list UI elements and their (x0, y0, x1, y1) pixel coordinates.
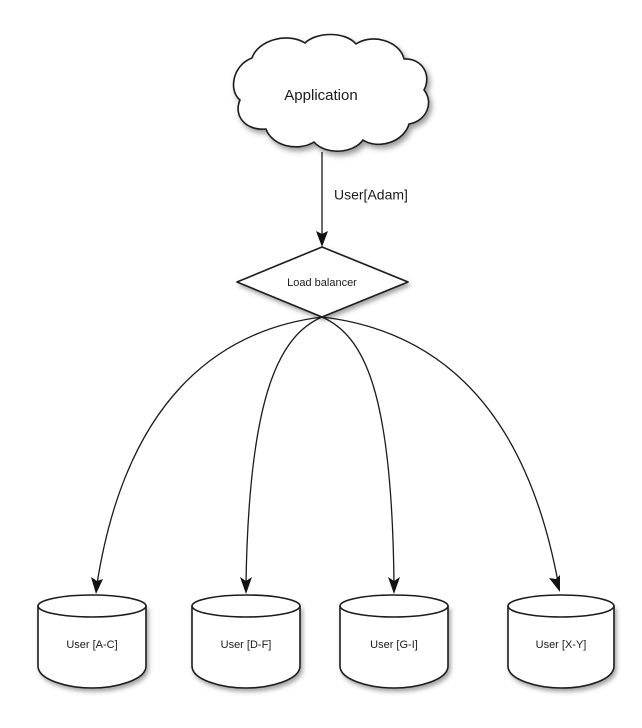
arrow-head-db-3 (388, 577, 400, 594)
node-database-3[interactable]: User [G-I] (339, 594, 449, 689)
cylinder-top-1 (37, 594, 147, 618)
cylinder-label-1: User [A-C] (66, 639, 117, 651)
arrow-head-db-2 (240, 577, 252, 594)
diamond-label: Load balancer (287, 277, 357, 289)
edge-balancer-to-db-3 (321, 316, 400, 594)
edge-balancer-to-db-2 (240, 316, 323, 594)
node-database-1[interactable]: User [A-C] (37, 594, 147, 689)
arrow-head-db-1 (91, 577, 103, 594)
edge-application-to-balancer: User[Adam] (316, 152, 408, 247)
edge-label-user-adam: User[Adam] (334, 187, 408, 203)
cylinder-body-4 (507, 605, 615, 689)
cloud-label: Application (284, 87, 357, 104)
edge-line-db-4 (321, 316, 559, 583)
cloud-shape (232, 33, 430, 152)
edge-line-db-3 (321, 316, 395, 585)
edge-line-db-2 (245, 316, 323, 585)
node-load-balancer[interactable]: Load balancer (236, 246, 409, 318)
node-application-cloud[interactable]: Application (232, 33, 430, 152)
cylinder-label-3: User [G-I] (370, 639, 418, 651)
node-database-4[interactable]: User [X-Y] (507, 594, 615, 689)
edge-balancer-to-db-1 (91, 316, 323, 594)
arrow-head-db-4 (549, 575, 560, 592)
cylinder-top-3 (339, 594, 449, 618)
cylinder-body-2 (191, 605, 301, 689)
cylinder-label-4: User [X-Y] (536, 639, 587, 651)
edge-line-db-1 (96, 316, 323, 585)
arrow-head-app-balancer (316, 231, 328, 247)
cylinder-body-1 (37, 605, 147, 689)
edge-balancer-to-db-4 (321, 316, 560, 592)
cylinder-body-3 (339, 605, 449, 689)
cylinder-top-2 (191, 594, 301, 618)
cylinder-top-4 (507, 594, 615, 618)
node-database-2[interactable]: User [D-F] (191, 594, 301, 689)
cylinder-label-2: User [D-F] (221, 639, 272, 651)
